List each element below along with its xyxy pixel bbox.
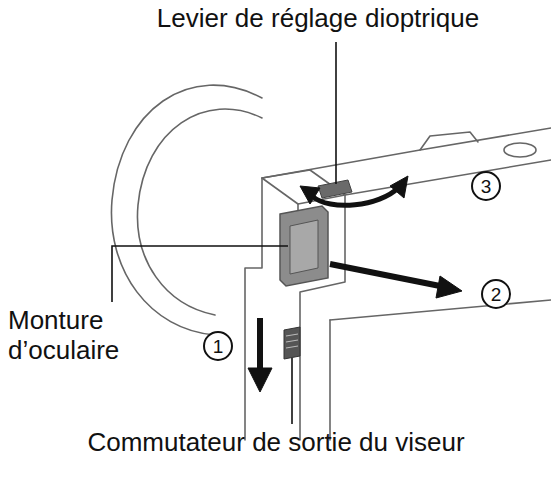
body-top-edge — [345, 160, 551, 195]
callout-circle — [204, 332, 232, 360]
arrow-head — [436, 276, 462, 298]
part-label: Levier de réglage dioptrique — [157, 4, 479, 34]
top-detail — [420, 132, 478, 150]
callout-number: 2 — [491, 285, 502, 304]
callout-circle — [472, 172, 500, 200]
callout-circle — [482, 280, 510, 308]
arrow-head — [390, 176, 408, 198]
leader-line — [335, 42, 337, 184]
rear-screen-top — [330, 300, 551, 320]
top-dial — [504, 143, 536, 157]
eyepiece-window — [290, 220, 318, 274]
part-label: Commutateur de sortie du viseur — [87, 428, 464, 458]
callout-number: 3 — [481, 177, 492, 196]
body-left-edge — [245, 178, 262, 440]
rear-screen-left — [329, 320, 331, 440]
arrow-head — [248, 368, 272, 392]
down-arrow — [257, 318, 263, 370]
pull-arrow — [330, 264, 440, 286]
diopter-lever — [318, 180, 352, 198]
rotate-arrow — [312, 188, 398, 205]
leader-line — [291, 358, 293, 424]
finder-switch — [284, 327, 300, 359]
callout-number: 1 — [213, 337, 224, 356]
part-label: Monture d’oculaire — [8, 306, 158, 366]
lens-outline — [111, 85, 262, 335]
lens-ring — [137, 109, 262, 315]
leader-line — [112, 246, 288, 302]
switch-ridges — [286, 334, 298, 348]
arrow-head — [300, 186, 320, 204]
